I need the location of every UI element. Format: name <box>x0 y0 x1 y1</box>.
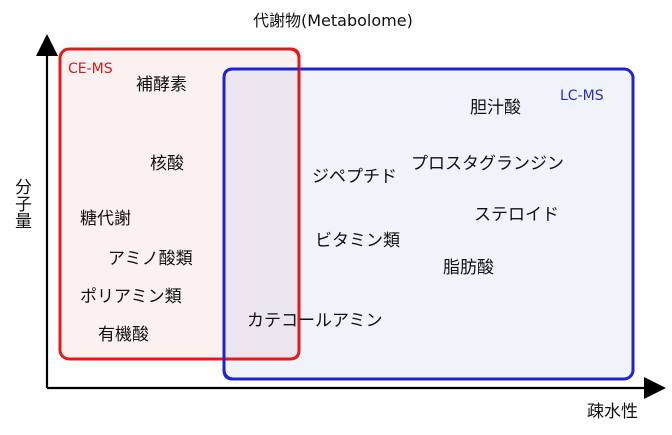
y-axis-label: 分子量 <box>11 178 31 229</box>
ce-ms-label: CE-MS <box>68 61 113 77</box>
compound-label: ジペプチド <box>312 167 397 187</box>
x-axis-label: 疎水性 <box>587 402 638 422</box>
compound-label: 補酵素 <box>136 75 187 95</box>
overlap-region <box>225 70 298 358</box>
compound-label: 糖代謝 <box>80 209 131 229</box>
diagram-title: 代謝物(Metabolome) <box>253 11 413 30</box>
lc-ms-border-overlap <box>222 67 299 381</box>
compound-label: 脂肪酸 <box>443 258 494 278</box>
compound-label: ステロイド <box>474 205 559 225</box>
compound-label: 有機酸 <box>98 325 149 345</box>
compound-label: アミノ酸類 <box>108 249 193 269</box>
compound-label: 核酸 <box>150 154 184 174</box>
ce-ms-border-overlap <box>224 47 301 361</box>
compound-label: カテコールアミン <box>247 311 383 331</box>
compound-label: ビタミン類 <box>315 231 400 251</box>
compound-label: ポリアミン類 <box>80 287 182 307</box>
compound-label: 胆汁酸 <box>470 98 521 118</box>
lc-ms-label: LC-MS <box>560 88 604 104</box>
compound-label: プロスタグランジン <box>411 154 564 174</box>
